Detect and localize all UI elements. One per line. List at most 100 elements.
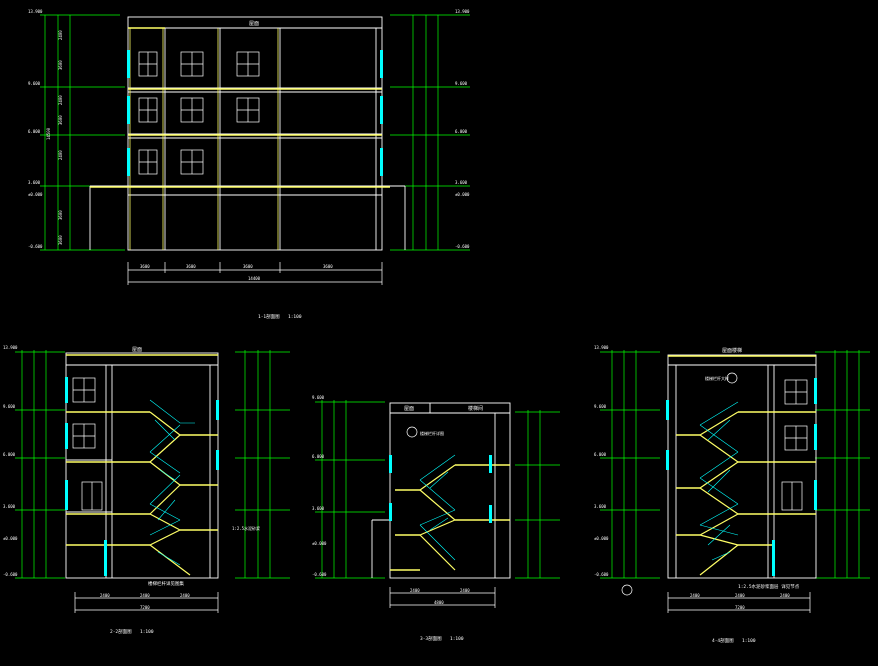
c-roof-label: 屋面楼梯 xyxy=(722,347,742,354)
stair-section-a: 屋面 楼梯栏杆详见图集 1:2.5水泥砂浆 2-2剖面图 1:100 2400 … xyxy=(3,345,290,635)
c-level-6: -0.600 xyxy=(594,572,609,577)
b-walls xyxy=(371,402,511,579)
top-floor-slabs xyxy=(90,27,390,188)
top-hdim-3: 3600 xyxy=(243,264,253,269)
b-stair-railings xyxy=(419,454,456,561)
a-horizontal-dimension-lines xyxy=(74,592,219,613)
top-vdim-6: 3600 xyxy=(58,210,63,220)
b-dimension-lines xyxy=(315,400,560,579)
top-elevation-section: 屋面 1-1剖面图 1:100 3600 3600 3600 3600 1440… xyxy=(28,9,470,320)
top-level-right-4: 3.600 xyxy=(455,180,468,185)
b-slabs xyxy=(390,464,510,571)
c-caption: 4-4剖面图 xyxy=(712,637,734,644)
top-total-height: 14500 xyxy=(46,127,51,140)
top-level-left-6: -0.600 xyxy=(28,244,43,249)
b-level-2: 6.000 xyxy=(312,454,325,459)
b-hdim-1: 2400 xyxy=(410,588,420,593)
b-horizontal-dimension-lines xyxy=(389,587,496,608)
top-vdim-4: 3600 xyxy=(58,115,63,125)
b-windows xyxy=(389,455,492,523)
c-windows xyxy=(666,378,817,576)
a-windows xyxy=(65,377,219,576)
top-level-right-2: 9.600 xyxy=(455,81,468,86)
a-caption: 2-2剖面图 xyxy=(110,628,132,635)
top-level-left-2: 9.600 xyxy=(28,81,41,86)
a-level-5: ±0.000 xyxy=(3,536,18,541)
top-vdim-2: 3600 xyxy=(58,60,63,70)
b-level-3: 3.600 xyxy=(312,506,325,511)
c-level-1: 13.900 xyxy=(594,345,609,350)
a-level-2: 9.600 xyxy=(3,404,16,409)
a-walls xyxy=(65,352,219,579)
c-slabs xyxy=(668,355,816,546)
top-level-right-5: ±0.000 xyxy=(455,192,470,197)
top-vdim-3: 2400 xyxy=(58,95,63,105)
top-level-left-5: ±0.000 xyxy=(28,192,43,197)
top-level-left-3: 6.000 xyxy=(28,129,41,134)
a-annotation: 1:2.5水泥砂浆 xyxy=(232,525,260,531)
b-level-5: -0.600 xyxy=(312,572,327,577)
top-vdim-5: 2400 xyxy=(58,150,63,160)
b-level-1: 9.600 xyxy=(312,395,325,400)
c-dimension-lines xyxy=(600,350,870,579)
c-scale: 1:100 xyxy=(742,638,756,644)
a-hdim-1: 2400 xyxy=(100,593,110,598)
a-roof-label: 屋面 xyxy=(132,347,142,353)
top-hdim-2: 3600 xyxy=(186,264,196,269)
top-level-left-1: 13.900 xyxy=(28,9,43,14)
a-level-4: 3.600 xyxy=(3,504,16,509)
b-level-4: ±0.000 xyxy=(312,541,327,546)
c-level-2: 9.600 xyxy=(594,404,607,409)
b-annotation: 楼梯栏杆详图 xyxy=(420,430,444,436)
c-hdim-1: 2400 xyxy=(690,593,700,598)
c-level-3: 6.000 xyxy=(594,452,607,457)
top-vdim-1: 2400 xyxy=(58,30,63,40)
c-level-4: 3.600 xyxy=(594,504,607,509)
a-level-1: 13.900 xyxy=(3,345,18,350)
stair-section-c: 屋面楼梯 楼梯栏杆大样 1:2.5水泥砂浆面层 详见节点 4-4剖面图 1:10… xyxy=(594,345,870,644)
c-note: 1:2.5水泥砂浆面层 详见节点 xyxy=(738,583,800,590)
stair-section-b: 屋面 楼梯间 楼梯栏杆详图 3-3剖面图 1:100 2400 2400 480… xyxy=(312,395,560,642)
a-total-width: 7200 xyxy=(140,605,150,610)
a-hdim-2: 2400 xyxy=(140,593,150,598)
b-caption: 3-3剖面图 xyxy=(420,635,442,642)
top-vdim-7: 3600 xyxy=(58,235,63,245)
c-stair-flights xyxy=(699,411,739,576)
top-level-right-6: -0.600 xyxy=(455,244,470,249)
c-stair-railings xyxy=(699,401,739,561)
top-roof-label: 屋面 xyxy=(249,21,259,27)
a-stair-railings xyxy=(149,399,195,566)
top-caption: 1-1剖面图 xyxy=(258,313,280,320)
b-scale: 1:100 xyxy=(450,636,464,642)
b-callout-circle xyxy=(406,426,418,438)
top-scale: 1:100 xyxy=(288,314,302,320)
b-hdim-2: 2400 xyxy=(460,588,470,593)
top-level-right-3: 6.000 xyxy=(455,129,468,134)
top-hdim-1: 3600 xyxy=(140,264,150,269)
b-roof-label: 屋面 xyxy=(404,406,414,412)
a-level-6: -0.600 xyxy=(3,572,18,577)
top-total-width: 14400 xyxy=(248,276,261,281)
c-total-width: 7200 xyxy=(735,605,745,610)
top-left-dimension-lines xyxy=(40,14,125,251)
b-stair-flights xyxy=(419,464,456,571)
a-hdim-3: 2400 xyxy=(180,593,190,598)
top-building-walls xyxy=(89,16,406,251)
b-total-width: 4800 xyxy=(434,600,444,605)
a-note: 楼梯栏杆详见图集 xyxy=(148,580,184,587)
a-dimension-lines xyxy=(15,350,290,579)
top-horizontal-dimension-lines xyxy=(127,262,383,285)
top-level-right-1: 13.900 xyxy=(455,9,470,14)
b-room-label: 楼梯间 xyxy=(468,405,483,412)
a-slabs xyxy=(66,354,218,546)
c-level-5: ±0.000 xyxy=(594,536,609,541)
c-hdim-2: 2400 xyxy=(735,593,745,598)
c-horizontal-dimension-lines xyxy=(667,592,811,613)
c-hdim-3: 2400 xyxy=(780,593,790,598)
top-hdim-4: 3600 xyxy=(323,264,333,269)
c-annotation: 楼梯栏杆大样 xyxy=(705,375,729,381)
a-scale: 1:100 xyxy=(140,629,154,635)
top-level-left-4: 3.600 xyxy=(28,180,41,185)
